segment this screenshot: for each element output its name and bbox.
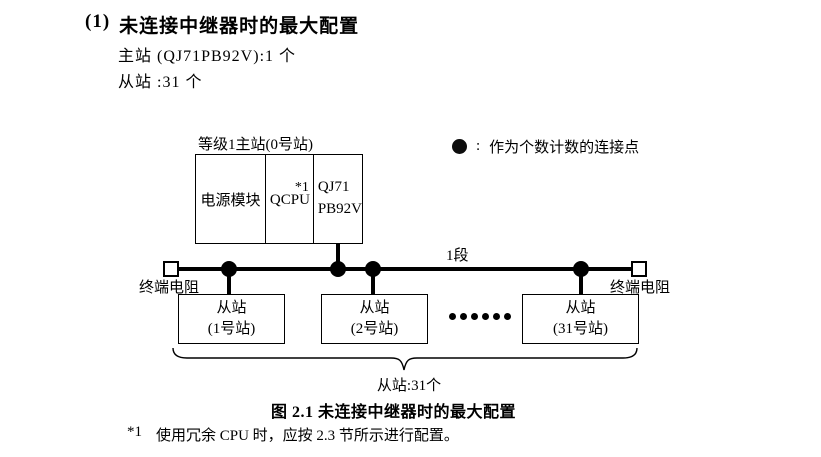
connection-point-icon <box>452 139 467 154</box>
terminating-resistor-right-label: 终端电阻 <box>610 280 671 296</box>
power-supply-module: 电源模块 <box>196 155 266 243</box>
slave-count-brace <box>172 347 638 371</box>
slave-station-1-line2: (1号站) <box>207 321 256 337</box>
slave-station-31-line2: (31号站) <box>553 321 608 337</box>
slave-station-1-line1: 从站 <box>216 300 247 316</box>
profibus-module-label-line1: QJ71 <box>317 179 350 196</box>
master-drop-line <box>336 244 340 269</box>
slave-station-31-line1: 从站 <box>565 300 596 316</box>
slave-station-31-box: 从站 (31号站) <box>522 294 639 344</box>
profibus-module-label-line2: PB92V <box>317 201 362 217</box>
slave31-drop-line <box>579 271 583 294</box>
legend-text: 作为个数计数的连接点 <box>489 140 640 156</box>
footnote-marker: *1 <box>127 424 142 440</box>
cpu-footnote-marker: *1 <box>294 180 309 195</box>
terminating-resistor-left-label: 终端电阻 <box>139 280 200 296</box>
master-count-line: 主站 (QJ71PB92V):1 个 <box>118 48 297 65</box>
legend-separator: : <box>476 138 481 154</box>
connection-point-master <box>330 261 346 277</box>
figure-caption: 图 2.1 未连接中继器时的最大配置 <box>271 404 517 421</box>
bus-line <box>177 267 633 271</box>
section-heading-number: (1) <box>85 11 111 32</box>
connection-point-slave31 <box>573 261 589 277</box>
terminating-resistor-right-icon <box>631 261 647 277</box>
slave-station-1-box: 从站 (1号站) <box>178 294 285 344</box>
brace-label: 从站:31个 <box>376 378 442 394</box>
ellipsis-dots <box>449 313 511 320</box>
connection-point-slave2 <box>365 261 381 277</box>
section-heading: (1) 未连接中继器时的最大配置 <box>85 11 359 38</box>
slave1-drop-line <box>227 271 231 294</box>
terminating-resistor-left-icon <box>163 261 179 277</box>
cpu-module: *1 QCPU <box>266 155 314 243</box>
connection-point-slave1 <box>221 261 237 277</box>
segment-label: 1段 <box>446 248 469 264</box>
section-heading-text: 未连接中继器时的最大配置 <box>119 16 360 37</box>
footnote-text: 使用冗余 CPU 时，应按 2.3 节所示进行配置。 <box>156 428 459 444</box>
footnote: *1 使用冗余 CPU 时，应按 2.3 节所示进行配置。 <box>127 424 459 445</box>
cpu-module-label: QCPU <box>269 192 310 208</box>
profibus-module: QJ71 PB92V <box>314 155 362 243</box>
master-station-label: 等级1主站(0号站) <box>198 137 313 153</box>
slave-station-2-line1: 从站 <box>359 300 390 316</box>
slave2-drop-line <box>371 271 375 294</box>
slave-station-2-line2: (2号站) <box>350 321 399 337</box>
master-station-rack: 电源模块 *1 QCPU QJ71 PB92V <box>195 154 363 244</box>
slave-station-2-box: 从站 (2号站) <box>321 294 428 344</box>
legend: : 作为个数计数的连接点 <box>452 136 639 157</box>
slave-count-line: 从站 :31 个 <box>118 74 203 91</box>
